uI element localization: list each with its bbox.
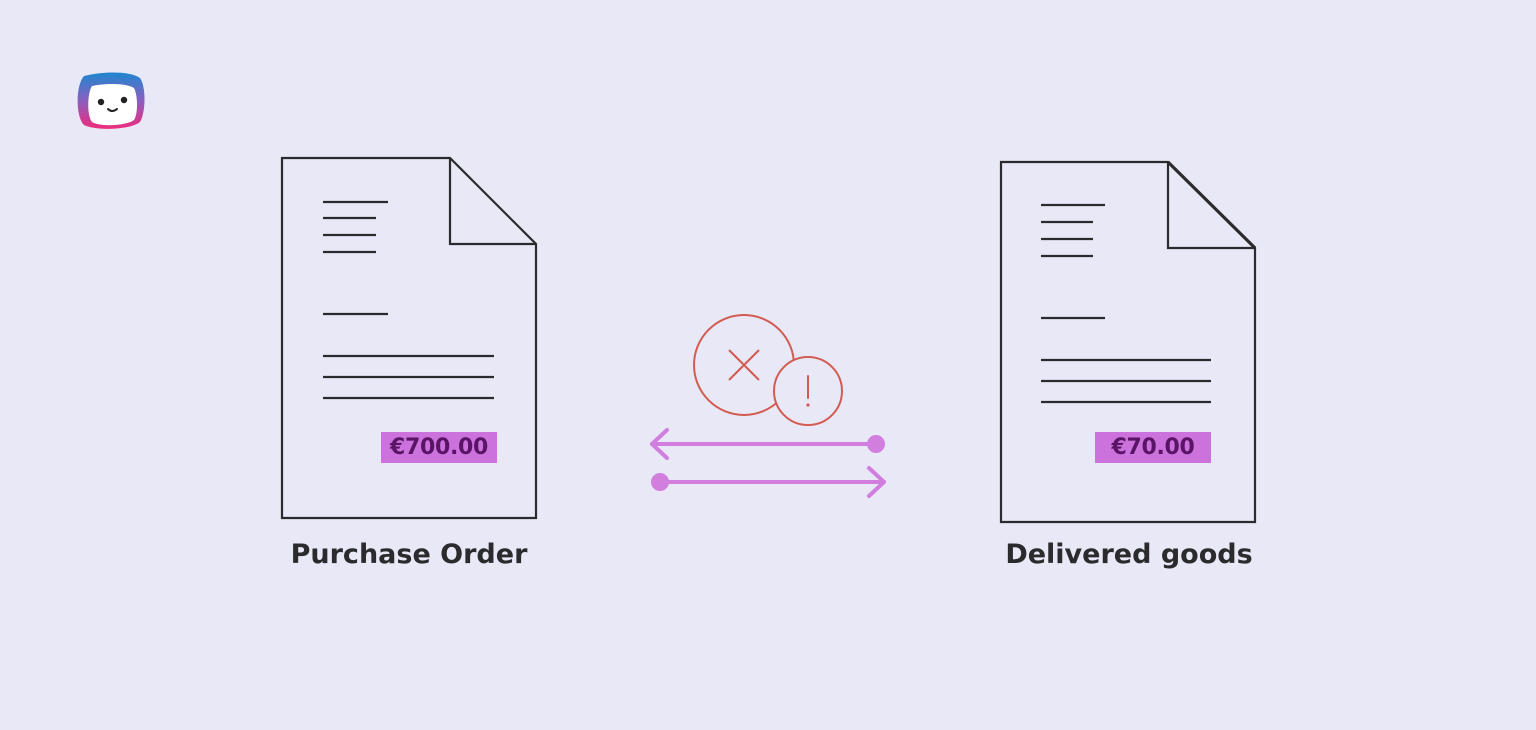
delivered-goods-label: Delivered goods <box>1005 539 1253 570</box>
mascot-logo-icon <box>77 72 145 129</box>
delivered-goods-text-lines <box>1041 203 1211 404</box>
delivered-goods-amount: €70.00 <box>1095 432 1211 463</box>
purchase-order-label: Purchase Order <box>290 539 528 570</box>
arrow-left-icon <box>650 428 885 460</box>
purchase-order-document-icon <box>280 156 538 520</box>
exclamation-circle-icon <box>773 356 843 426</box>
delivered-goods-document-icon <box>999 160 1257 524</box>
arrow-right-icon <box>651 466 886 498</box>
purchase-order-text-lines <box>323 200 494 400</box>
purchase-order-amount: €700.00 <box>381 432 497 463</box>
